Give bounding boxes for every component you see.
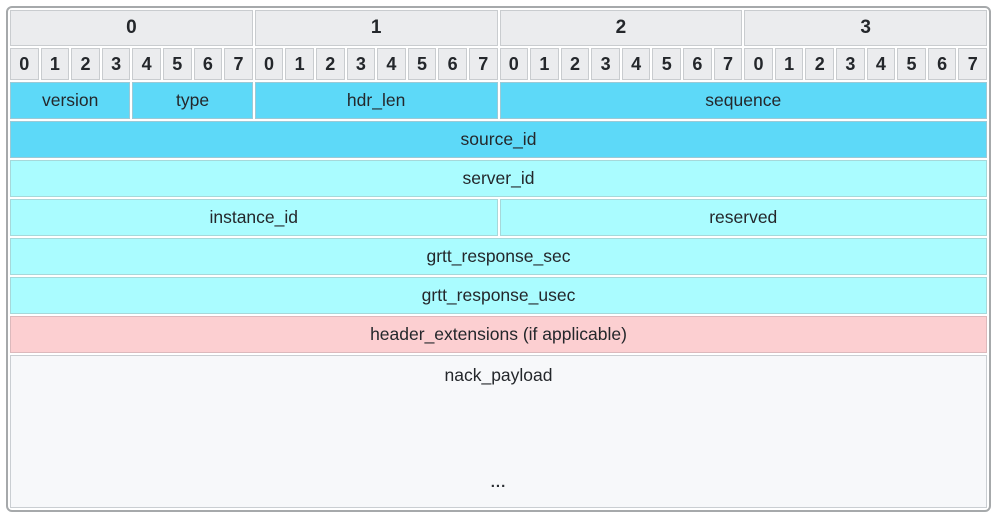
bit-header-cell: 3: [346, 48, 376, 80]
byte-header-cell: 0: [10, 10, 253, 46]
field-source-id: source_id: [10, 121, 987, 158]
nack-payload-content: nack_payload ...: [11, 356, 986, 507]
bit-header-cell: 5: [897, 48, 926, 80]
bit-header-cell: 4: [132, 48, 161, 80]
bit-header-row: 0 1 2 3 4 5 6 7 0 1 2 3 4 5 6 7 0 1 2 3 …: [10, 48, 987, 80]
field-row-instance-reserved: instance_id reserved: [10, 199, 987, 236]
field-row-source-id: source_id: [10, 121, 987, 158]
bit-header-cell: 1: [40, 48, 70, 80]
bit-header-cell: 7: [468, 48, 498, 80]
bit-header-cell: 3: [836, 48, 865, 80]
field-row-grtt-sec: grtt_response_sec: [10, 238, 987, 275]
bit-header-cell: 6: [193, 48, 223, 80]
field-type: type: [132, 82, 253, 119]
field-version: version: [10, 82, 131, 119]
field-row-nack-payload: nack_payload ...: [10, 355, 987, 508]
field-row-server-id: server_id: [10, 160, 987, 197]
bit-header-cell: 7: [958, 48, 987, 80]
bit-header-cell: 1: [530, 48, 559, 80]
nack-payload-ellipsis: ...: [490, 474, 507, 491]
field-row-header-extensions: header_extensions (if applicable): [10, 316, 987, 353]
bit-header-cell: 0: [744, 48, 773, 80]
field-nack-payload: nack_payload ...: [10, 355, 987, 508]
byte-header-cell: 3: [744, 10, 987, 46]
bit-header-cell: 6: [927, 48, 957, 80]
packet-structure-diagram: 0 1 2 3 0 1 2 3 4 5 6 7 0 1 2 3 4 5 6 7 …: [6, 6, 991, 512]
field-grtt-response-usec: grtt_response_usec: [10, 277, 987, 314]
bit-header-cell: 2: [805, 48, 835, 80]
bit-header-cell: 1: [285, 48, 314, 80]
byte-header-cell: 2: [499, 10, 743, 46]
field-reserved: reserved: [499, 199, 987, 236]
bit-header-cell: 7: [713, 48, 743, 80]
bit-header-cell: 7: [224, 48, 253, 80]
bit-header-cell: 4: [621, 48, 651, 80]
bit-header-cell: 3: [101, 48, 131, 80]
byte-header-row: 0 1 2 3: [10, 10, 987, 46]
bit-header-cell: 5: [162, 48, 192, 80]
field-row-word0: version type hdr_len sequence: [10, 82, 987, 119]
bit-header-cell: 6: [438, 48, 467, 80]
bit-header-cell: 6: [683, 48, 712, 80]
nack-payload-label: nack_payload: [444, 365, 553, 385]
packet-table: 0 1 2 3 0 1 2 3 4 5 6 7 0 1 2 3 4 5 6 7 …: [8, 8, 989, 510]
field-header-extensions: header_extensions (if applicable): [10, 316, 987, 353]
field-grtt-response-sec: grtt_response_sec: [10, 238, 987, 275]
field-hdr-len: hdr_len: [254, 82, 498, 119]
bit-header-cell: 0: [10, 48, 39, 80]
bit-header-cell: 5: [407, 48, 437, 80]
bit-header-cell: 2: [315, 48, 345, 80]
field-sequence: sequence: [499, 82, 987, 119]
bit-header-cell: 4: [377, 48, 406, 80]
bit-header-cell: 2: [71, 48, 100, 80]
bit-header-cell: 0: [499, 48, 529, 80]
bit-header-cell: 3: [591, 48, 620, 80]
field-server-id: server_id: [10, 160, 987, 197]
bit-header-cell: 2: [560, 48, 590, 80]
bit-header-cell: 0: [254, 48, 284, 80]
bit-header-cell: 4: [866, 48, 896, 80]
field-instance-id: instance_id: [10, 199, 498, 236]
byte-header-cell: 1: [254, 10, 498, 46]
bit-header-cell: 5: [652, 48, 682, 80]
bit-header-cell: 1: [774, 48, 804, 80]
field-row-grtt-usec: grtt_response_usec: [10, 277, 987, 314]
